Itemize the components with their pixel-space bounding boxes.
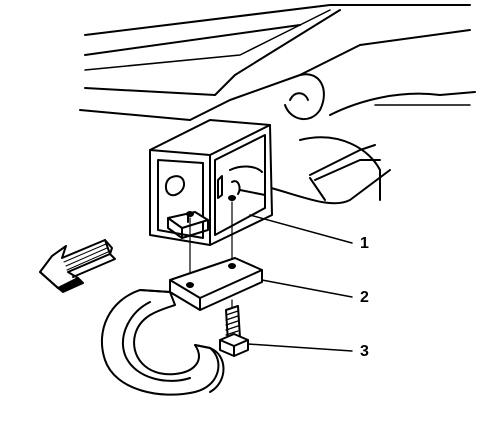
callout-2: 2 (360, 289, 369, 306)
leader-line-2 (261, 279, 353, 298)
leader-line-1 (249, 214, 353, 244)
tow-hook (100, 289, 225, 396)
leader-line-3 (247, 343, 353, 352)
leader-lines (247, 214, 353, 352)
tow-hook-plate (169, 257, 263, 311)
bolt (219, 305, 249, 357)
bolt-holes (186, 195, 236, 217)
callout-1: 1 (360, 235, 369, 252)
vehicle-frame-rail (79, 4, 476, 205)
frame-receiver-box (149, 119, 273, 246)
callout-3: 3 (360, 343, 369, 360)
front-direction-arrow-icon (39, 239, 116, 293)
